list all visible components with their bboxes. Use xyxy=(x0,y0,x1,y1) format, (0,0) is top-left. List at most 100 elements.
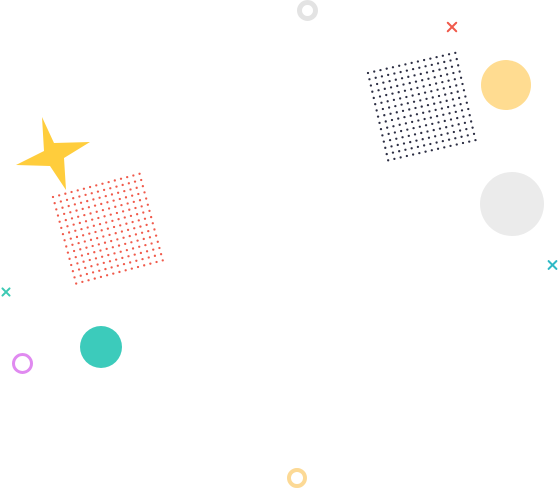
grid-dot xyxy=(87,206,91,209)
grid-dot xyxy=(76,262,79,265)
grid-dot xyxy=(82,260,85,263)
grid-dot xyxy=(77,215,80,218)
grid-dot xyxy=(387,159,390,162)
grid-dot xyxy=(403,115,406,119)
grid-dot xyxy=(93,277,96,280)
grid-dot xyxy=(124,196,128,199)
grid-dot xyxy=(105,247,108,251)
grid-dot xyxy=(112,225,116,229)
grid-dot xyxy=(120,230,124,233)
grid-dot xyxy=(381,134,384,137)
grid-dot xyxy=(395,137,398,140)
grid-dot xyxy=(408,108,411,111)
grid-dot xyxy=(374,103,377,106)
grid-dot xyxy=(115,185,118,188)
grid-dot xyxy=(86,199,89,203)
grid-dot xyxy=(128,208,131,211)
grid-dot xyxy=(404,122,408,125)
grid-dot xyxy=(115,258,118,261)
grid-dot xyxy=(91,271,95,274)
grid-dot xyxy=(116,191,120,194)
grid-dot xyxy=(435,115,439,118)
grid-dot xyxy=(85,272,89,276)
grid-dot xyxy=(439,101,442,104)
grid-dot xyxy=(103,241,107,244)
grid-dot xyxy=(89,212,92,215)
grid-dot xyxy=(432,128,435,132)
grid-dot xyxy=(397,91,400,94)
grid-dot xyxy=(141,257,144,261)
grid-dot xyxy=(396,84,399,88)
grid-dot xyxy=(447,138,451,141)
grid-dot xyxy=(53,202,56,205)
grid-dot xyxy=(114,205,117,208)
grid-dot xyxy=(118,197,121,201)
grid-dot xyxy=(102,235,105,238)
grid-dot xyxy=(78,195,81,198)
grid-dot xyxy=(468,140,471,143)
yellow-star-icon xyxy=(16,117,90,190)
grid-dot xyxy=(135,259,138,262)
grid-dot xyxy=(147,229,150,233)
grid-dot xyxy=(79,201,83,204)
grid-dot xyxy=(131,247,135,250)
grid-dot xyxy=(93,251,96,254)
grid-dot xyxy=(422,144,426,147)
grid-dot xyxy=(396,143,399,147)
grid-dot xyxy=(441,80,444,84)
grid-dot xyxy=(385,67,388,70)
grid-dot xyxy=(382,81,385,84)
grid-dot xyxy=(392,98,396,102)
grid-dot xyxy=(405,69,409,72)
grid-dot xyxy=(56,214,60,217)
grid-dot xyxy=(141,185,145,188)
grid-dot xyxy=(147,256,150,259)
grid-dot xyxy=(418,151,421,155)
grid-dot xyxy=(410,147,413,150)
grid-dot xyxy=(75,209,78,212)
grid-dot xyxy=(140,231,144,234)
grid-dot xyxy=(114,232,117,235)
grid-dot xyxy=(94,230,97,234)
grid-dot xyxy=(464,95,467,98)
grid-dot xyxy=(455,143,458,146)
grid-dot xyxy=(83,213,86,217)
grid-dot xyxy=(139,251,143,255)
grid-dot xyxy=(459,103,462,106)
grid-dot xyxy=(129,261,132,264)
grid-dot xyxy=(98,269,101,272)
grid-dot xyxy=(440,107,444,110)
grid-dot xyxy=(452,130,456,134)
grid-dot xyxy=(122,262,126,266)
grid-dot xyxy=(109,187,112,190)
grid-dot xyxy=(442,113,445,116)
grid-dot xyxy=(88,258,91,262)
grid-dot xyxy=(86,252,90,256)
grid-dot xyxy=(134,206,137,210)
grid-dot xyxy=(59,200,62,203)
grid-dot xyxy=(465,101,468,104)
gray-circle-icon xyxy=(480,172,544,236)
grid-dot xyxy=(453,104,456,107)
grid-dot xyxy=(77,241,80,245)
grid-dot xyxy=(72,223,75,226)
grid-dot xyxy=(394,104,397,108)
grid-dot xyxy=(140,205,143,208)
grid-dot xyxy=(74,256,77,259)
grid-dot xyxy=(58,194,61,197)
grid-dot xyxy=(96,190,100,193)
grid-dot xyxy=(428,83,432,87)
grid-dot xyxy=(462,89,466,92)
grid-dot xyxy=(416,60,420,63)
grid-dot xyxy=(119,250,122,253)
grid-dot xyxy=(384,120,387,123)
grid-dot xyxy=(368,78,371,81)
grid-dot xyxy=(369,84,373,87)
grid-dot xyxy=(138,172,141,175)
grid-dot xyxy=(458,96,461,100)
grid-dot xyxy=(133,227,136,230)
grid-dot xyxy=(388,139,392,142)
grid-dot xyxy=(100,229,103,232)
grid-dot xyxy=(89,238,93,241)
grid-dot xyxy=(434,108,437,112)
